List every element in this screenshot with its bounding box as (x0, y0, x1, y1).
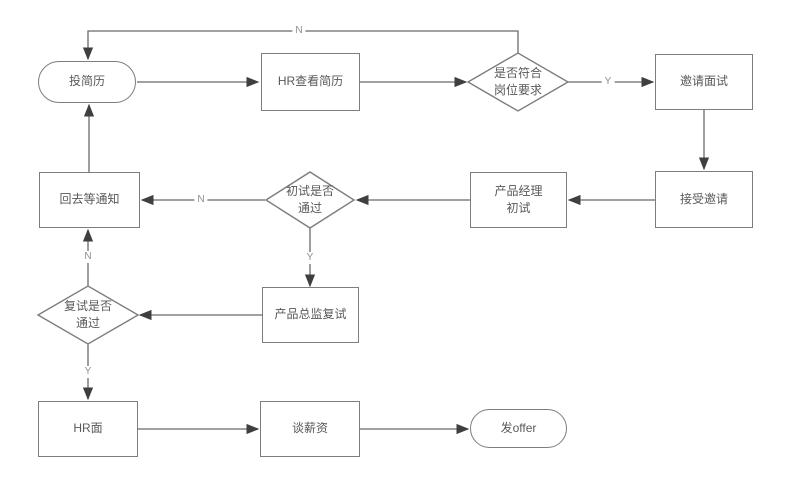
edge-label-second-no: N (81, 251, 95, 263)
node-accept-invitation: 接受邀请 (655, 171, 753, 228)
node-discuss-salary-label: 谈薪资 (291, 421, 328, 436)
node-send-offer: 发offer (470, 409, 567, 448)
edge-label-first-yes: Y (303, 252, 317, 264)
node-accept-invitation-label: 接受邀请 (679, 191, 728, 206)
decision-shape-match (466, 52, 570, 112)
node-director-second-interview: 产品总监复试 (262, 287, 359, 343)
node-director-second-interview-label: 产品总监复试 (274, 307, 347, 322)
edge-label-second-yes: Y (81, 366, 95, 378)
node-wait-notice: 回去等通知 (39, 172, 140, 228)
node-submit-resume: 投简历 (38, 61, 136, 103)
node-send-offer-label: 发offer (500, 420, 537, 435)
node-invite-interview-label: 邀请面试 (679, 74, 728, 89)
decision-shape-second-interview (36, 285, 140, 345)
node-pm-first-interview: 产品经理 初试 (470, 172, 567, 228)
node-wait-notice-label: 回去等通知 (59, 192, 120, 207)
decision-shape-first-interview (264, 171, 356, 229)
edge-label-match-yes: Y (601, 76, 615, 88)
node-hr-review-resume-label: HR查看简历 (277, 74, 344, 89)
node-hr-interview: HR面 (38, 401, 138, 457)
node-submit-resume-label: 投简历 (68, 74, 105, 89)
node-pm-first-interview-label: 产品经理 初试 (494, 183, 543, 215)
node-invite-interview: 邀请面试 (655, 54, 753, 110)
node-discuss-salary: 谈薪资 (260, 401, 360, 457)
node-hr-interview-label: HR面 (73, 421, 103, 436)
edge-label-first-no: N (194, 194, 208, 206)
node-hr-review-resume: HR查看简历 (261, 53, 360, 111)
edge-label-match-no: N (292, 25, 306, 37)
